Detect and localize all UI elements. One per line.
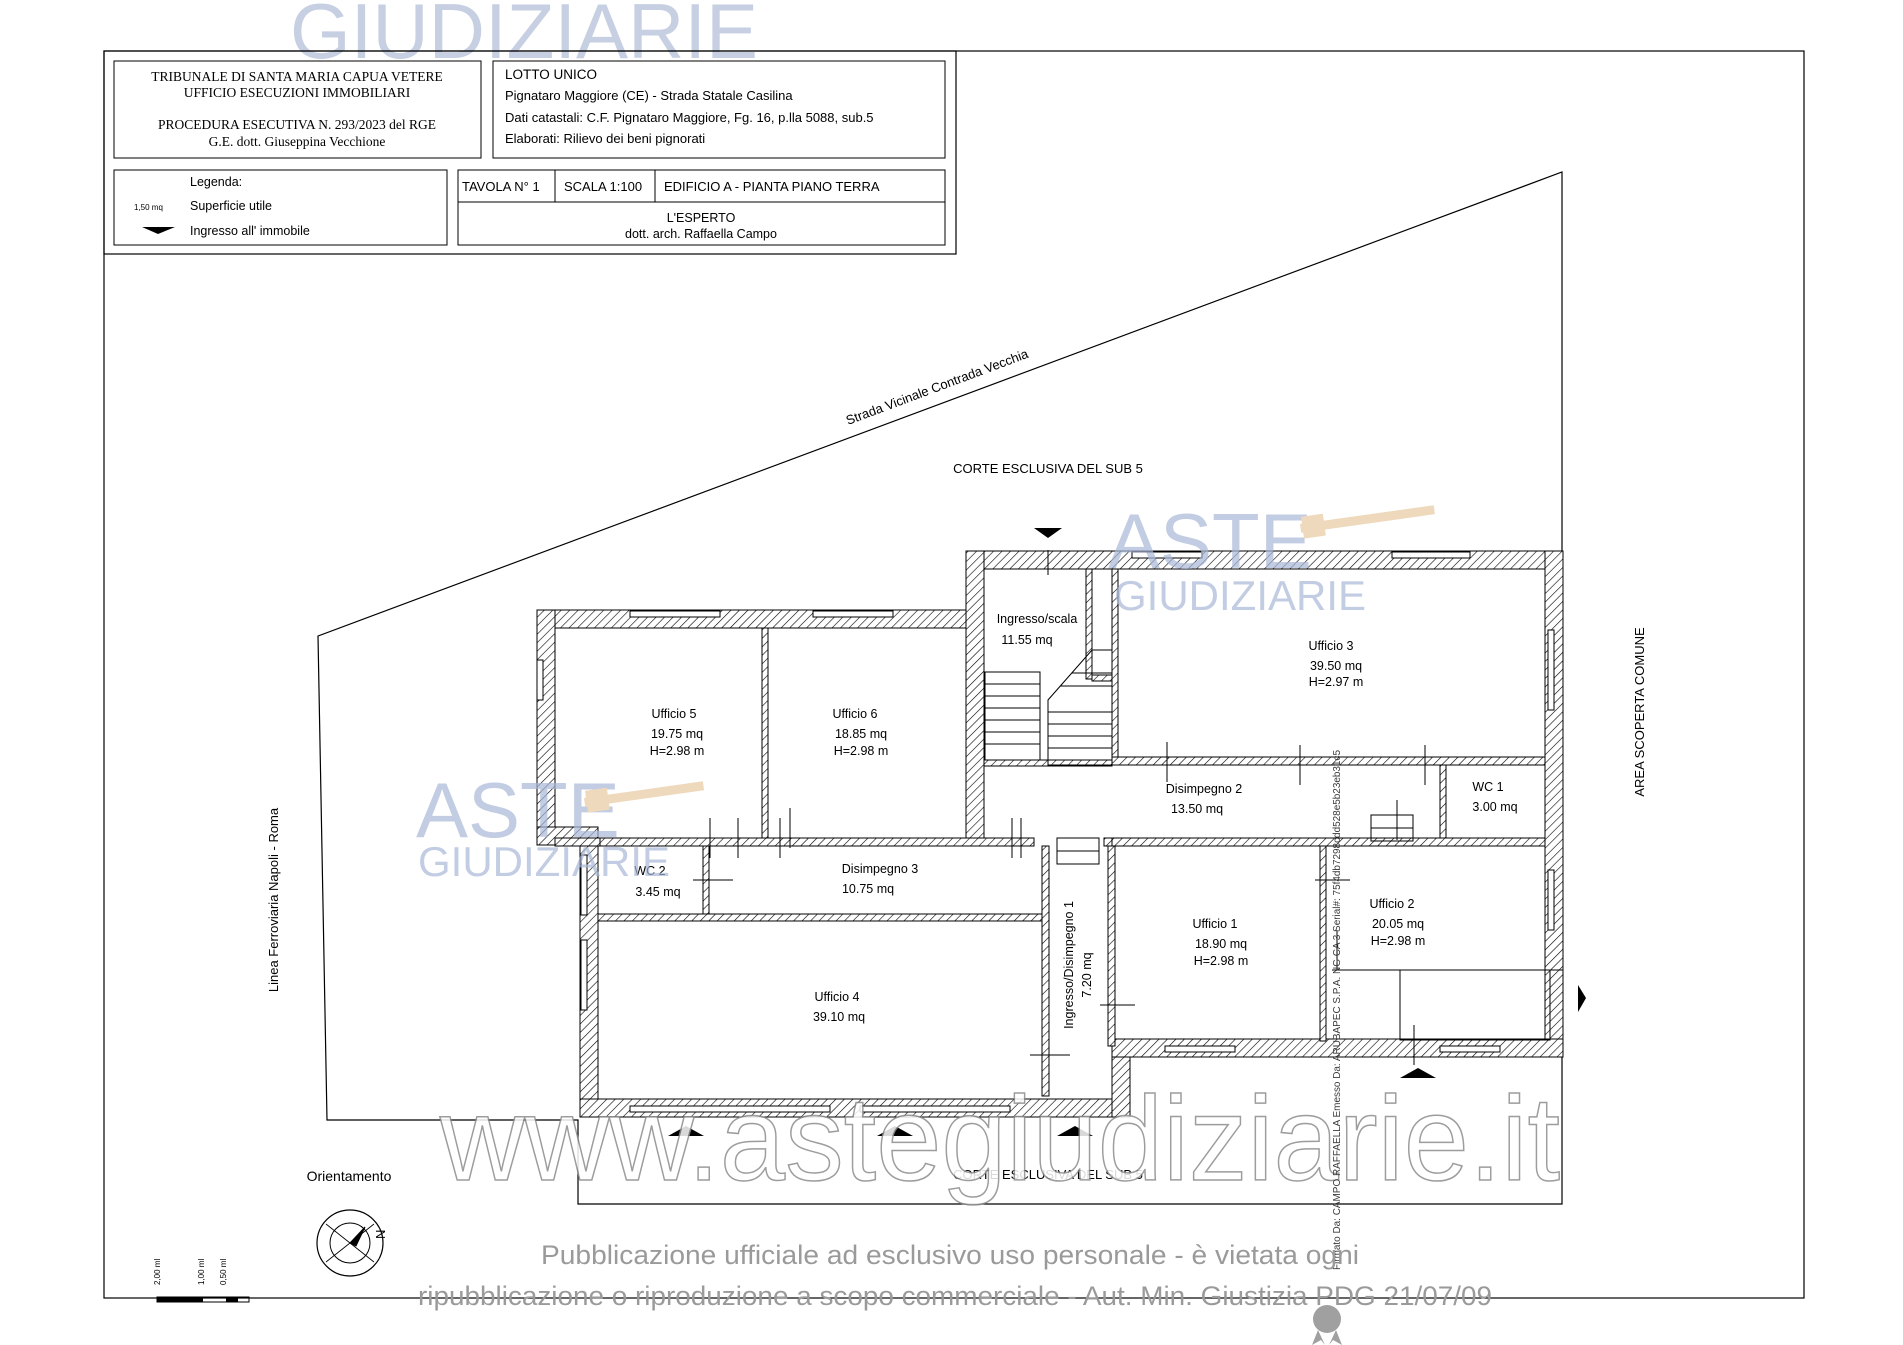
room-ingresso-scala-area: 11.55 mq [1001, 633, 1052, 647]
lot-title: LOTTO UNICO [505, 67, 597, 82]
windows [536, 551, 1555, 1113]
room-ingresso-scala-name: Ingresso/scala [997, 612, 1078, 626]
entrance-arrow-bottom-3-icon [1057, 1126, 1093, 1136]
room-ufficio-1-height: H=2.98 m [1194, 954, 1249, 968]
legend-surface-label: Superficie utile [190, 199, 272, 213]
seal-icon [1312, 1305, 1342, 1345]
room-ingresso-disimpegno-1-area: 7.20 mq [1080, 952, 1094, 997]
room-ufficio-4-name: Ufficio 4 [815, 990, 860, 1004]
drawing-title: EDIFICIO A - PIANTA PIANO TERRA [664, 179, 880, 194]
road-label: Strada Vicinale Contrada Vecchia [844, 346, 1031, 428]
svg-text:ASTE: ASTE [416, 766, 620, 854]
scale-label-05m: 0,50 ml [219, 1259, 228, 1285]
room-ufficio-1-area: 18.90 mq [1195, 937, 1247, 951]
property-address: Pignataro Maggiore (CE) - Strada Statale… [505, 88, 793, 103]
watermark-logo-top: GIUDIZIARIE [290, 0, 758, 75]
entrance-arrow-right-icon [1578, 985, 1586, 1012]
room-ufficio-5-name: Ufficio 5 [652, 707, 697, 721]
room-ufficio-5-area: 19.75 mq [651, 727, 703, 741]
room-ufficio-3-area: 39.50 mq [1310, 659, 1362, 673]
room-ufficio-6-name: Ufficio 6 [833, 707, 878, 721]
scale-bar: 2,00 ml 1,00 ml 0,50 ml [153, 1259, 250, 1303]
publication-notice-line2: ripubblicazione o riproduzione a scopo c… [418, 1281, 1492, 1311]
expert-name: dott. arch. Raffaella Campo [625, 227, 777, 241]
room-ingresso-disimpegno-1-name: Ingresso/Disimpegno 1 [1062, 901, 1076, 1029]
elaborati: Elaborati: Rilievo dei beni pignorati [505, 131, 705, 146]
watermark-url: www.astegiudiziarie.it [439, 1072, 1560, 1206]
room-ufficio-6-area: 18.85 mq [835, 727, 887, 741]
legend-sample-value: 1,50 mq [134, 203, 163, 212]
judge-name: G.E. dott. Giuseppina Vecchione [209, 134, 386, 149]
room-disimpegno-3-name: Disimpegno 3 [842, 862, 918, 876]
legend-title: Legenda: [190, 175, 242, 189]
room-wc-2-area: 3.45 mq [635, 885, 680, 899]
tribunal-title: TRIBUNALE DI SANTA MARIA CAPUA VETERE [151, 69, 443, 84]
watermark-logo-left: ASTE GIUDIZIARIE [416, 766, 705, 885]
room-ufficio-5-height: H=2.98 m [650, 744, 705, 758]
compass-icon [316, 1209, 384, 1277]
drawing-scale: SCALA 1:100 [564, 179, 642, 194]
procedure-number: PROCEDURA ESECUTIVA N. 293/2023 del RGE [158, 117, 436, 132]
publication-notice-line1: Pubblicazione ufficiale ad esclusivo uso… [541, 1240, 1359, 1270]
room-disimpegno-3-area: 10.75 mq [842, 882, 894, 896]
scale-label-2m: 2,00 ml [153, 1259, 162, 1285]
area-right-label: AREA SCOPERTA COMUNE [1632, 627, 1647, 797]
entrance-arrows [668, 528, 1586, 1136]
legend-entrance-label: Ingresso all' immobile [190, 224, 310, 238]
room-labels: Ingresso/scala 11.55 mq Ufficio 3 39.50 … [634, 612, 1517, 1029]
title-block [103, 50, 957, 255]
entrance-arrow-bottom-2-icon [877, 1126, 913, 1136]
room-ufficio-2-height: H=2.98 m [1371, 934, 1426, 948]
tavola-number: TAVOLA N° 1 [462, 179, 540, 194]
room-ufficio-2-area: 20.05 mq [1372, 917, 1424, 931]
orientation-label: Orientamento [307, 1168, 392, 1184]
court-bottom-label: CORTE ESCLUSIVA DEL SUB 5 [953, 1167, 1143, 1182]
room-disimpegno-2-name: Disimpegno 2 [1166, 782, 1242, 796]
svg-text:ASTE: ASTE [1108, 497, 1312, 585]
entrance-arrow-top-icon [1034, 528, 1062, 538]
room-ufficio-1-name: Ufficio 1 [1193, 917, 1238, 931]
room-ufficio-6-height: H=2.98 m [834, 744, 889, 758]
room-wc-2-name: WC 2 [634, 864, 665, 878]
tribunal-office: UFFICIO ESECUZIONI IMMOBILIARI [184, 85, 411, 100]
scale-label-1m: 1,00 ml [197, 1259, 206, 1285]
room-ufficio-3-height: H=2.97 m [1309, 675, 1364, 689]
lot-box [492, 60, 946, 159]
entrance-arrow-icon [142, 227, 175, 234]
expert-box [457, 201, 946, 246]
entrance-arrow-bottom-1-icon [668, 1126, 704, 1136]
cadastral-data: Dati catastali: C.F. Pignataro Maggiore,… [505, 110, 874, 125]
room-wc-1-area: 3.00 mq [1472, 800, 1517, 814]
room-wc-1-name: WC 1 [1472, 780, 1503, 794]
room-ufficio-3-name: Ufficio 3 [1309, 639, 1354, 653]
stairs [984, 649, 1414, 865]
legend-box [113, 169, 448, 246]
railway-label: Linea Ferroviaria Napoli - Roma [266, 807, 281, 992]
tribunal-box [113, 60, 482, 159]
doors [693, 550, 1563, 1065]
svg-text:GIUDIZIARIE: GIUDIZIARIE [1114, 572, 1366, 619]
room-ufficio-4-area: 39.10 mq [813, 1010, 865, 1024]
room-ufficio-2-name: Ufficio 2 [1370, 897, 1415, 911]
expert-title: L'ESPERTO [667, 211, 736, 225]
digital-signature: Firmato Da: CAMPO RAFFAELLA Emesso Da: A… [1331, 750, 1343, 1270]
watermark-logo-center: ASTE GIUDIZIARIE [1108, 497, 1435, 619]
north-label: N [373, 1230, 388, 1239]
svg-text:GIUDIZIARIE: GIUDIZIARIE [418, 838, 670, 885]
court-top-label: CORTE ESCLUSIVA DEL SUB 5 [953, 461, 1143, 476]
lot-boundary [317, 171, 1563, 1205]
room-disimpegno-2-area: 13.50 mq [1171, 802, 1223, 816]
entrance-arrow-bottom-4-icon [1400, 1068, 1436, 1078]
